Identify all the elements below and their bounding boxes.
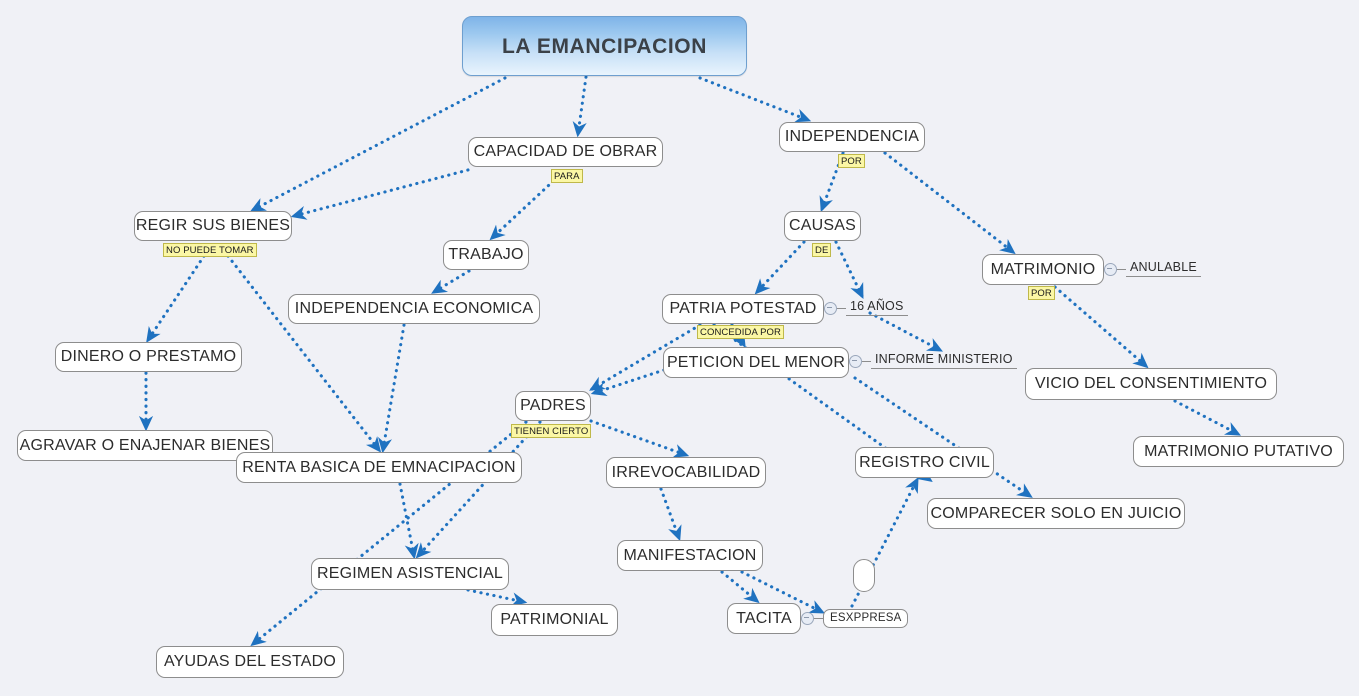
- node-label: PADRES: [520, 397, 586, 414]
- concept-node-peticion[interactable]: PETICION DEL MENOR: [663, 347, 849, 378]
- edge: [853, 376, 1033, 498]
- node-label: COMPARECER SOLO EN JUICIO: [930, 504, 1182, 522]
- node-label: INDEPENDENCIA ECONOMICA: [294, 300, 534, 317]
- node-label: PETICION DEL MENOR: [666, 353, 846, 371]
- edge: [415, 420, 542, 559]
- concept-node-capacidad[interactable]: CAPACIDAD DE OBRAR: [468, 137, 663, 167]
- node-label: IRREVOCABILIDAD: [611, 463, 761, 481]
- annot-informe[interactable]: INFORME MINISTERIO: [849, 352, 1017, 370]
- concept-node-patrimonial[interactable]: PATRIMONIAL: [491, 604, 618, 636]
- node-label: DINERO O PRESTAMO: [60, 348, 237, 365]
- concept-node-comparecer[interactable]: COMPARECER SOLO EN JUICIO: [927, 498, 1185, 529]
- edge: [378, 323, 406, 454]
- node-label: MATRIMONIO PUTATIVO: [1144, 442, 1333, 460]
- collapse-toggle-icon[interactable]: [801, 612, 814, 625]
- concept-node-renta[interactable]: RENTA BASICA DE EMNACIPACION: [236, 452, 522, 483]
- concept-node-matrimonio[interactable]: MATRIMONIO: [982, 254, 1104, 285]
- annotation-stem: [862, 361, 871, 362]
- node-label: TRABAJO: [448, 246, 524, 263]
- concept-node-trabajo[interactable]: TRABAJO: [443, 240, 529, 270]
- concept-node-patria[interactable]: PATRIA POTESTAD: [662, 294, 824, 324]
- edge: [1053, 285, 1149, 369]
- relation-label-por1[interactable]: POR: [838, 154, 865, 168]
- node-label: REGIMEN ASISTENCIAL: [316, 565, 504, 582]
- relation-label-tienen[interactable]: TIENEN CIERTO: [511, 424, 592, 438]
- node-label: CAPACIDAD DE OBRAR: [473, 143, 658, 160]
- node-label: PATRIA POTESTAD: [669, 300, 817, 317]
- annotation-label: 16 AÑOS: [846, 299, 908, 316]
- concept-node-tacita[interactable]: TACITA: [727, 603, 801, 634]
- edge: [290, 168, 470, 220]
- relation-label-de[interactable]: DE: [812, 243, 832, 257]
- node-label: PATRIMONIAL: [500, 611, 609, 628]
- root-node[interactable]: LA EMANCIPACION: [462, 16, 747, 76]
- node-label: RENTA BASICA DE EMNACIPACION: [242, 458, 516, 476]
- edge: [1173, 399, 1241, 436]
- edge: [883, 151, 1016, 255]
- concept-node-matput[interactable]: MATRIMONIO PUTATIVO: [1133, 436, 1344, 467]
- concept-node-blank[interactable]: [853, 559, 875, 592]
- node-label: AGRAVAR O ENAJENAR BIENES: [19, 436, 271, 454]
- concept-node-dinero[interactable]: DINERO O PRESTAMO: [55, 342, 242, 372]
- node-label: REGIR SUS BIENES: [135, 217, 291, 234]
- edge: [698, 76, 812, 123]
- annotation-stem: [1117, 269, 1126, 270]
- edge: [226, 254, 382, 453]
- relation-label-para[interactable]: PARA: [551, 169, 583, 183]
- relation-label-nopuede[interactable]: NO PUEDE TOMAR: [163, 243, 257, 257]
- concept-node-independ[interactable]: INDEPENDENCIA: [779, 122, 925, 152]
- node-label: CAUSAS: [789, 217, 856, 234]
- edge: [146, 254, 206, 343]
- annotation-label: ESXPPRESA: [823, 609, 909, 628]
- annotation-stem: [814, 618, 823, 619]
- relation-label-por2[interactable]: POR: [1028, 286, 1055, 300]
- collapse-toggle-icon[interactable]: [849, 355, 862, 368]
- concept-node-manifest[interactable]: MANIFESTACION: [617, 540, 763, 571]
- edge: [754, 240, 806, 295]
- concept-node-registro[interactable]: REGISTRO CIVIL: [855, 447, 994, 478]
- concept-node-irrevoc[interactable]: IRREVOCABILIDAD: [606, 457, 766, 488]
- node-label: VICIO DEL CONSENTIMIENTO: [1034, 375, 1268, 392]
- concept-node-agravar[interactable]: AGRAVAR O ENAJENAR BIENES: [17, 430, 273, 461]
- annot-16anos[interactable]: 16 AÑOS: [824, 299, 908, 317]
- node-label: INDEPENDENCIA: [784, 128, 920, 145]
- concept-node-padres[interactable]: PADRES: [515, 391, 591, 421]
- edge: [398, 482, 419, 560]
- edge: [466, 588, 528, 607]
- node-label: MANIFESTACION: [623, 546, 757, 564]
- edge: [572, 75, 588, 138]
- edge: [589, 419, 690, 458]
- node-label: REGISTRO CIVIL: [859, 453, 990, 471]
- collapse-toggle-icon[interactable]: [824, 302, 837, 315]
- edge: [590, 368, 666, 396]
- edge: [659, 487, 682, 542]
- annot-anulable[interactable]: ANULABLE: [1104, 260, 1201, 278]
- node-label: LA EMANCIPACION: [502, 34, 707, 58]
- annotation-label: ANULABLE: [1126, 260, 1201, 277]
- node-label: MATRIMONIO: [990, 260, 1096, 278]
- concept-node-causas[interactable]: CAUSAS: [784, 211, 861, 241]
- annot-expresa[interactable]: ESXPPRESA: [801, 609, 909, 628]
- edge: [431, 269, 471, 294]
- node-label: TACITA: [736, 609, 792, 627]
- concept-node-regimen[interactable]: REGIMEN ASISTENCIAL: [311, 558, 509, 590]
- concept-node-vicio[interactable]: VICIO DEL CONSENTIMIENTO: [1025, 368, 1277, 400]
- concept-node-regir[interactable]: REGIR SUS BIENES: [134, 211, 292, 241]
- edge: [720, 570, 760, 604]
- concept-node-indecon[interactable]: INDEPENDENCIA ECONOMICA: [288, 294, 540, 324]
- edge: [868, 311, 943, 352]
- collapse-toggle-icon[interactable]: [1104, 263, 1117, 276]
- concept-node-ayudas[interactable]: AYUDAS DEL ESTADO: [156, 646, 344, 678]
- relation-label-concedida[interactable]: CONCEDIDA POR: [697, 325, 785, 339]
- edge: [834, 240, 864, 300]
- annotation-label: INFORME MINISTERIO: [871, 352, 1017, 369]
- annotation-stem: [837, 308, 846, 309]
- node-label: AYUDAS DEL ESTADO: [163, 653, 337, 670]
